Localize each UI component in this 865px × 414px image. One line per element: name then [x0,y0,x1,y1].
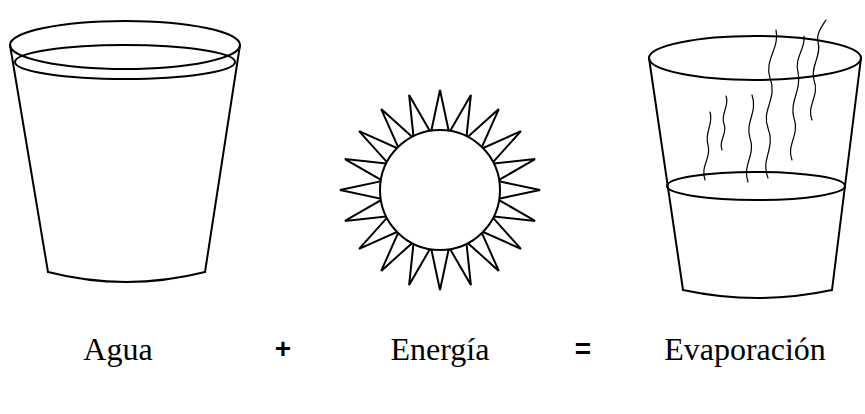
sun [340,90,540,290]
steam [704,20,826,182]
caption-word: Energía [391,332,490,367]
caption-word: Evaporación [664,332,826,367]
evaporating-cup [649,36,861,298]
operator-symbol: = [575,334,591,365]
caption-word: Agua [83,332,152,367]
operator-symbol: + [275,334,291,365]
full-cup [10,21,240,282]
